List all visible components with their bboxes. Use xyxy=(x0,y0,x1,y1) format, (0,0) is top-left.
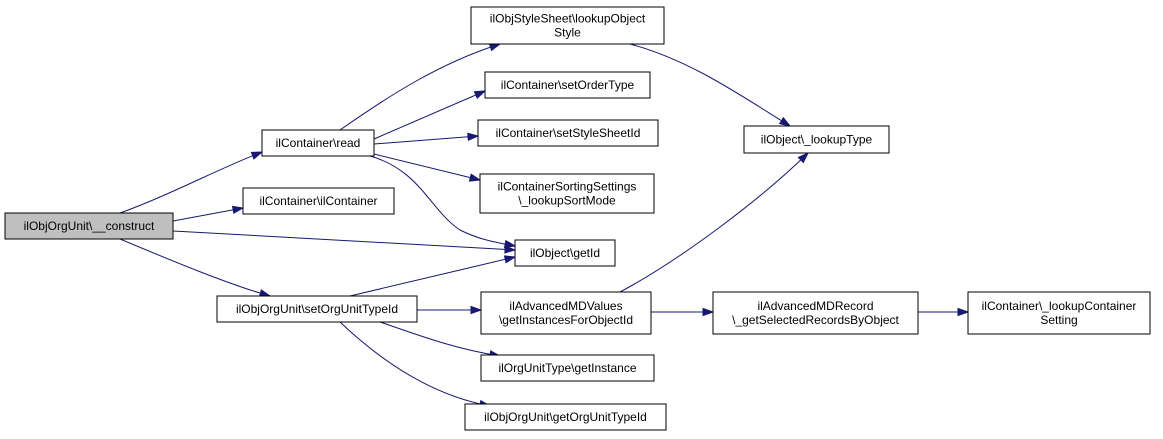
arrow-head-icon xyxy=(470,305,483,315)
arrow-head-icon xyxy=(231,205,245,215)
edge-line xyxy=(369,155,516,247)
node-label: ilAdvancedMDValues xyxy=(509,299,622,313)
node-label: ilContainer\_lookupContainer xyxy=(982,299,1137,313)
node-box[interactable] xyxy=(480,354,655,382)
edge-setorgunittypeid-to-getorgunittypeid xyxy=(339,321,492,409)
edge-line xyxy=(373,90,486,140)
node-label: ilContainer\read xyxy=(276,136,361,150)
node-setordertype[interactable]: ilContainer\setOrderType xyxy=(484,71,651,99)
edge-line xyxy=(379,321,501,357)
node-label: ilObject\_lookupType xyxy=(761,133,873,147)
node-box[interactable] xyxy=(464,403,667,431)
edge-line xyxy=(373,153,481,181)
node-box[interactable] xyxy=(480,291,652,335)
node-lookupsortmode[interactable]: ilContainerSortingSettings\_lookupSortMo… xyxy=(479,173,655,214)
edge-line xyxy=(373,135,479,145)
edge-line xyxy=(349,256,516,297)
edge-setorgunittypeid-to-getid xyxy=(349,255,517,297)
node-label: Setting xyxy=(1040,313,1077,327)
edge-getinstancesforobjectid-to-getselectedrecordsbyobject xyxy=(651,307,715,317)
node-label: ilContainerSortingSettings xyxy=(498,180,637,194)
node-label: ilContainer\setOrderType xyxy=(501,78,635,92)
arrow-head-icon xyxy=(503,255,517,264)
edges-layer xyxy=(119,43,970,409)
node-label: ilOrgUnitType\getInstance xyxy=(498,361,636,375)
nodes-layer: ilObjOrgUnit\__construct ilContainer\read… xyxy=(4,6,1151,431)
edge-construct-to-ilcontainer xyxy=(172,205,245,222)
node-ilcontainer[interactable]: ilContainer\ilContainer xyxy=(242,187,395,215)
edge-lookupobjectstyle-to-lookuptype xyxy=(629,43,792,127)
arrow-head-icon xyxy=(467,132,480,141)
node-label: Style xyxy=(554,26,581,40)
node-box[interactable] xyxy=(477,119,659,147)
node-setstylesheetid[interactable]: ilContainer\setStyleSheetId xyxy=(477,119,659,147)
edge-construct-to-read xyxy=(119,151,264,214)
node-box[interactable] xyxy=(484,71,651,99)
node-getinstance[interactable]: ilOrgUnitType\getInstance xyxy=(480,354,655,382)
node-box[interactable] xyxy=(514,239,616,267)
node-label: ilObjStyleSheet\lookupObject xyxy=(490,12,646,26)
arrow-head-icon xyxy=(473,90,487,100)
arrow-head-icon xyxy=(957,307,970,317)
edge-line xyxy=(119,151,263,214)
edge-construct-to-getid xyxy=(172,230,517,254)
node-box[interactable] xyxy=(216,295,418,323)
edge-line xyxy=(339,321,491,407)
node-label: ilAdvancedMDRecord xyxy=(757,299,873,313)
node-box[interactable] xyxy=(712,291,919,335)
edge-line xyxy=(172,207,244,222)
node-label: \_lookupSortMode xyxy=(518,194,616,208)
edge-read-to-setstylesheetid xyxy=(373,132,480,145)
node-box[interactable] xyxy=(743,125,890,154)
edge-read-to-setordertype xyxy=(373,90,487,140)
arrow-head-icon xyxy=(503,239,517,249)
node-box[interactable] xyxy=(261,129,375,157)
edge-read-to-lookupobjectstyle xyxy=(339,43,502,131)
node-label: \getInstancesForObjectId xyxy=(499,313,633,327)
node-box[interactable] xyxy=(967,291,1151,335)
node-label: \_getSelectedRecordsByObject xyxy=(732,313,899,327)
node-box[interactable] xyxy=(479,173,655,214)
node-label: ilObjOrgUnit\getOrgUnitTypeId xyxy=(484,410,647,424)
arrow-head-icon xyxy=(797,151,810,164)
edge-getinstancesforobjectid-to-lookuptype xyxy=(619,151,810,293)
edge-line xyxy=(619,152,809,293)
arrow-head-icon xyxy=(778,116,792,127)
edge-read-to-lookupsortmode xyxy=(373,153,482,182)
edge-setorgunittypeid-to-getinstancesforobjectid xyxy=(417,305,483,315)
arrow-head-icon xyxy=(504,245,517,254)
node-getselectedrecordsbyobject[interactable]: ilAdvancedMDRecord\_getSelectedRecordsBy… xyxy=(712,291,919,335)
node-getid[interactable]: ilObject\getId xyxy=(514,239,616,267)
node-label: ilObjOrgUnit\setOrgUnitTypeId xyxy=(236,302,398,316)
node-getinstancesforobjectid[interactable]: ilAdvancedMDValues\getInstancesForObject… xyxy=(480,291,652,335)
arrow-head-icon xyxy=(250,151,264,160)
node-box[interactable] xyxy=(470,6,665,45)
node-box[interactable] xyxy=(242,187,395,215)
node-lookuptype[interactable]: ilObject\_lookupType xyxy=(743,125,890,154)
node-label: ilContainer\ilContainer xyxy=(259,194,377,208)
node-box[interactable] xyxy=(4,212,174,240)
arrow-head-icon xyxy=(488,43,502,52)
edge-construct-to-setorgunittypeid xyxy=(119,238,272,298)
arrow-head-icon xyxy=(702,307,715,317)
node-construct[interactable]: ilObjOrgUnit\__construct xyxy=(4,212,174,240)
edge-line xyxy=(172,230,516,251)
edge-getselectedrecordsbyobject-to-lookupcontainersetting xyxy=(918,307,970,317)
edge-line xyxy=(119,238,271,297)
node-label: ilContainer\setStyleSheetId xyxy=(496,126,641,140)
node-read[interactable]: ilContainer\read xyxy=(261,129,375,157)
node-label: ilObject\getId xyxy=(530,246,600,260)
node-label: ilObjOrgUnit\__construct xyxy=(24,219,155,233)
edge-line xyxy=(339,43,501,131)
node-getorgunittypeid[interactable]: ilObjOrgUnit\getOrgUnitTypeId xyxy=(464,403,667,431)
arrow-head-icon xyxy=(468,173,482,182)
node-setorgunittypeid[interactable]: ilObjOrgUnit\setOrgUnitTypeId xyxy=(216,295,418,323)
edge-line xyxy=(629,43,791,127)
edge-read-to-getid xyxy=(369,155,517,249)
